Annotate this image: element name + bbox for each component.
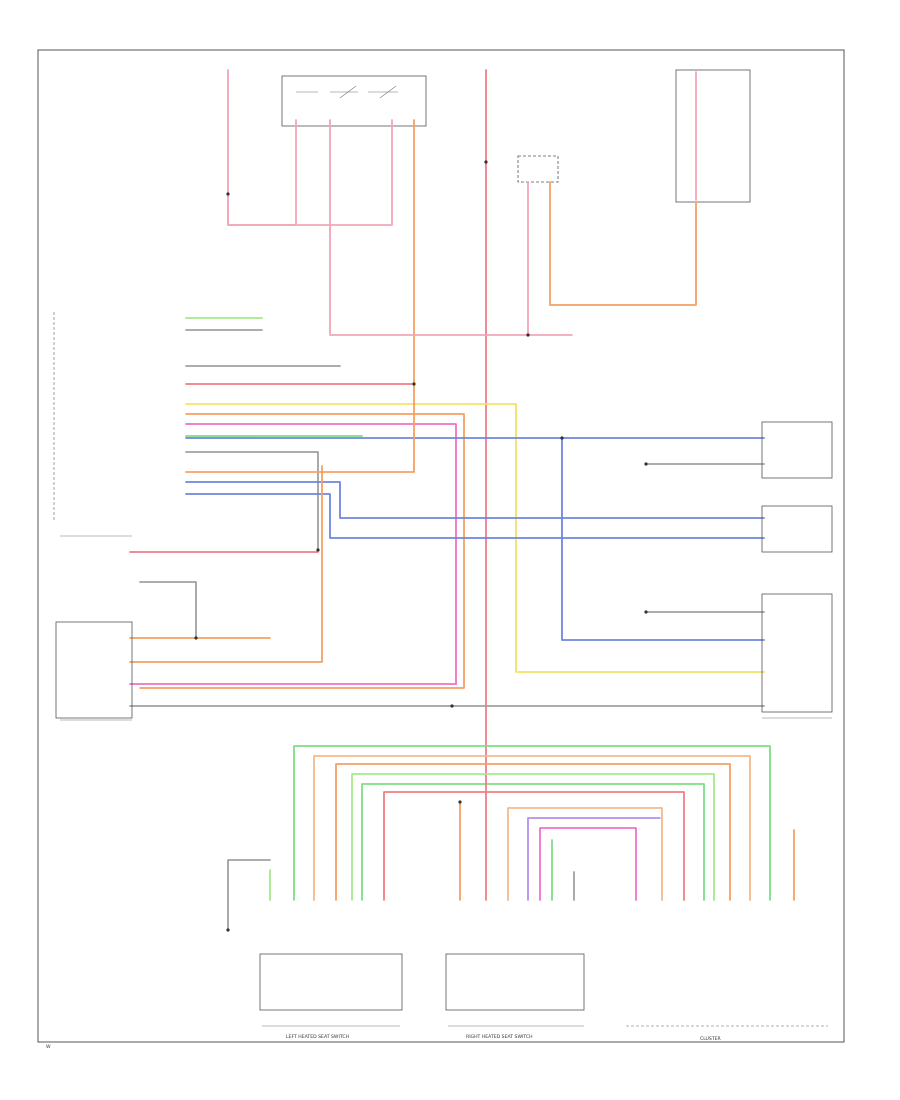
left-switch-label: LEFT HEATED SEAT SWITCH <box>286 1034 349 1040</box>
right-box-2 <box>761 505 833 553</box>
footer-code: W <box>46 1044 51 1050</box>
junction-box-mid <box>517 155 559 183</box>
right-box-3 <box>761 593 833 713</box>
right-switch-box <box>445 953 585 1011</box>
diagram-frame <box>37 49 845 1043</box>
left-seat-cushion-box <box>55 621 133 719</box>
left-switch-box <box>259 953 403 1011</box>
right-switch-label: RIGHT HEATED SEAT SWITCH <box>466 1034 533 1040</box>
right-box-1 <box>761 421 833 479</box>
ignition-switch-box <box>281 75 427 127</box>
module-box-top-right <box>675 69 751 203</box>
cluster-label: CLUSTER <box>700 1036 722 1042</box>
